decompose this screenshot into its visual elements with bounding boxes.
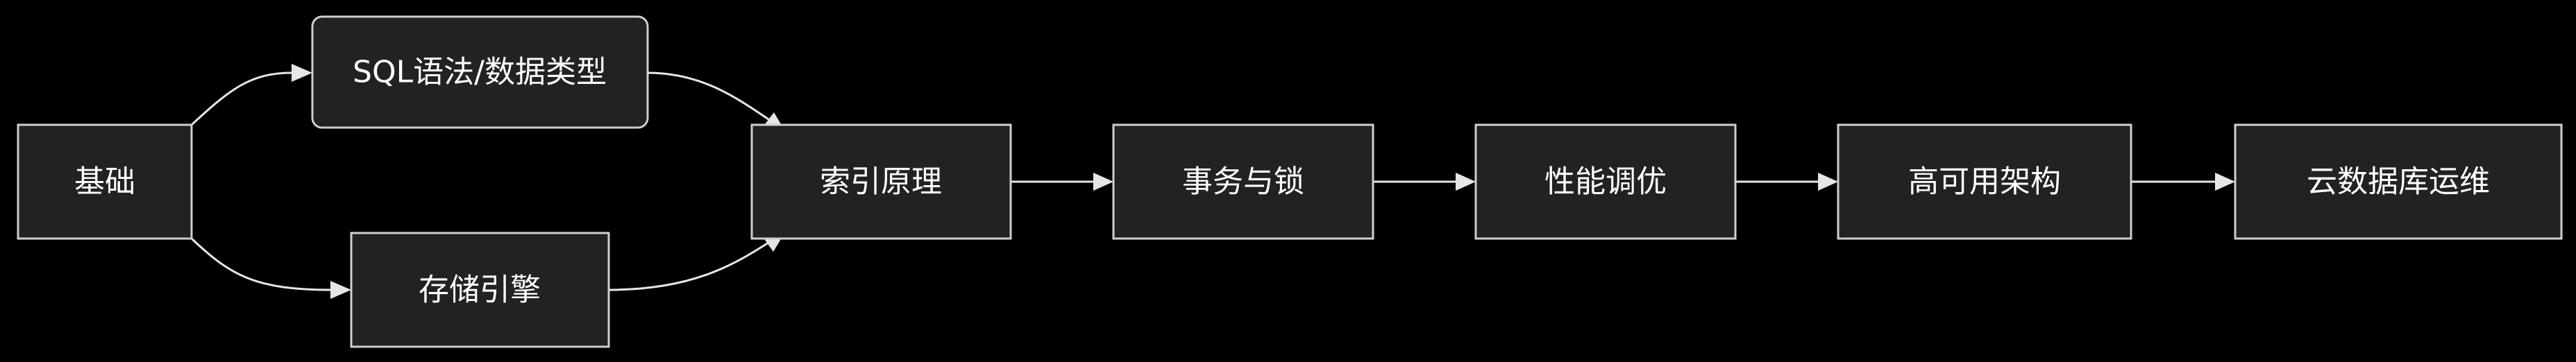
node-sql: SQL语法/数据类型 [311,15,649,129]
arrow-basics-storage [330,281,351,299]
edge-basics-storage [190,237,331,291]
arrow-perf-ha [1818,173,1838,191]
node-sql-label: SQL语法/数据类型 [353,55,607,90]
node-basics: 基础 [17,123,193,240]
node-index-label: 索引原理 [820,164,942,200]
node-basics-label: 基础 [74,164,135,200]
arrow-ha-cloud [2215,173,2235,191]
node-perf: 性能调优 [1474,123,1737,240]
arrow-tx-perf [1456,173,1476,191]
node-tx-label: 事务与锁 [1182,164,1304,200]
arrow-basics-sql [292,64,312,82]
node-index: 索引原理 [750,123,1012,240]
node-ha: 高可用架构 [1837,123,2132,240]
node-tx: 事务与锁 [1112,123,1374,240]
edge-storage-index [608,240,771,291]
node-perf-label: 性能调优 [1544,164,1667,200]
node-storage-label: 存储引擎 [419,273,541,308]
node-ha-label: 高可用架构 [1908,164,2061,200]
edge-sql-index [647,71,771,122]
arrow-index-tx [1093,173,1113,191]
node-cloud: 云数据库运维 [2234,123,2563,240]
node-cloud-label: 云数据库运维 [2307,164,2490,200]
node-storage: 存储引擎 [350,232,610,348]
edge-basics-sql [190,71,292,126]
